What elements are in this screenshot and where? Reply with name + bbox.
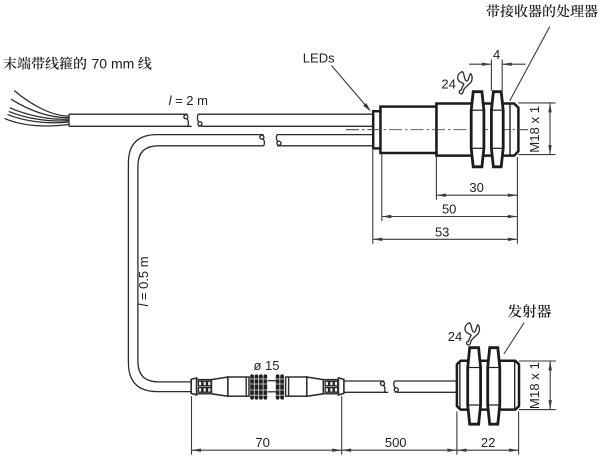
svg-text:LEDs: LEDs	[303, 51, 335, 66]
svg-text:24: 24	[441, 77, 455, 92]
svg-text:53: 53	[435, 224, 449, 239]
svg-text:50: 50	[442, 202, 456, 217]
svg-text:l = 0.5 m: l = 0.5 m	[136, 256, 151, 306]
svg-text:l = 2 m: l = 2 m	[169, 93, 208, 108]
svg-text:70 mm: 70 mm	[92, 56, 135, 72]
svg-text:22: 22	[481, 435, 495, 450]
svg-text:30: 30	[469, 180, 483, 195]
svg-text:24: 24	[448, 329, 462, 344]
svg-text:70: 70	[255, 435, 269, 450]
svg-text:4: 4	[493, 47, 500, 62]
svg-text:M18 x 1: M18 x 1	[527, 362, 542, 409]
svg-text:ø 15: ø 15	[253, 358, 279, 373]
svg-text:M18 x 1: M18 x 1	[527, 106, 542, 153]
svg-text:500: 500	[385, 435, 407, 450]
